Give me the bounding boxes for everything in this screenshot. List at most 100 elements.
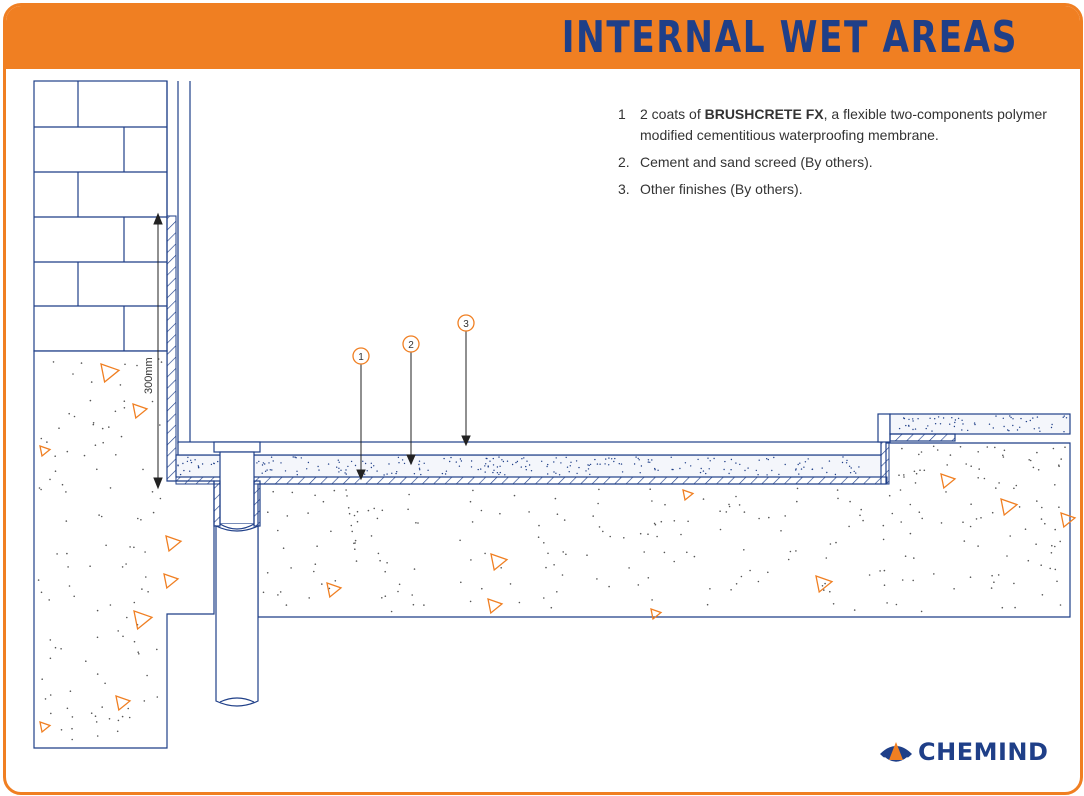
screed-dot xyxy=(690,465,692,467)
concrete-dot xyxy=(919,469,921,472)
concrete-dot xyxy=(1014,606,1016,609)
callout-2-label: 2 xyxy=(408,340,414,351)
concrete-dot xyxy=(1001,606,1004,609)
callout-leaders xyxy=(356,331,471,481)
screed-dot xyxy=(364,462,367,465)
screed-dot xyxy=(570,461,572,463)
concrete-dot xyxy=(918,511,921,513)
concrete-dot xyxy=(886,602,888,604)
concrete-dot xyxy=(138,653,140,655)
screed-dot xyxy=(186,460,189,463)
aggregate-triangle xyxy=(165,535,183,553)
screed-dot xyxy=(758,459,760,461)
screed-dot xyxy=(589,473,591,476)
screed-dot xyxy=(338,461,340,463)
concrete-dot xyxy=(89,399,92,402)
concrete-dot xyxy=(470,559,472,561)
screed-dot xyxy=(934,423,937,425)
concrete-dot xyxy=(1013,582,1015,585)
screed-dot xyxy=(614,457,616,460)
concrete-dot xyxy=(509,583,512,585)
concrete-dot xyxy=(1040,564,1042,566)
callout-1-label: 1 xyxy=(358,352,364,363)
concrete-texture xyxy=(37,358,1066,741)
concrete-dot xyxy=(92,422,95,424)
screed-dot xyxy=(499,471,501,474)
concrete-dot xyxy=(104,682,106,685)
screed-dot xyxy=(480,468,482,470)
screed-dot xyxy=(803,466,805,468)
screed-dot xyxy=(345,469,347,471)
screed-dot xyxy=(846,459,848,462)
concrete-dot xyxy=(291,491,294,494)
screed-dot xyxy=(485,463,487,465)
concrete-dot xyxy=(277,529,279,532)
concrete-dot xyxy=(44,698,47,700)
concrete-dot xyxy=(829,543,832,545)
screed-dot xyxy=(547,473,549,475)
screed-dot xyxy=(912,420,914,422)
concrete-dot xyxy=(48,599,50,601)
concrete-dot xyxy=(95,721,98,723)
concrete-dot xyxy=(1056,580,1058,583)
concrete-dot xyxy=(901,447,903,450)
screed-dot xyxy=(951,417,953,419)
concrete-dot xyxy=(730,589,732,591)
screed-dot xyxy=(730,469,732,471)
concrete-dot xyxy=(970,465,972,468)
concrete-dot xyxy=(1036,451,1038,454)
concrete-dot xyxy=(68,412,70,415)
concrete-dot xyxy=(60,729,63,731)
screed-dot xyxy=(546,465,548,468)
screed-dot xyxy=(845,462,848,464)
screed-dot xyxy=(458,465,461,467)
screed-dot xyxy=(526,460,528,462)
screed-dot xyxy=(345,473,347,475)
aggregate-triangle xyxy=(39,721,52,734)
screed-dot xyxy=(599,463,601,465)
concrete-dot xyxy=(543,597,545,599)
concrete-dot xyxy=(1015,484,1018,487)
concrete-dot xyxy=(73,415,76,418)
concrete-dot xyxy=(469,500,472,503)
concrete-dot xyxy=(883,569,886,572)
concrete-dot xyxy=(282,547,285,549)
concrete-dot xyxy=(347,507,350,509)
screed-dot xyxy=(747,467,749,469)
concrete-dot xyxy=(145,576,147,578)
concrete-dot xyxy=(307,512,309,514)
screed-dot xyxy=(1008,430,1010,432)
concrete-dot xyxy=(900,521,902,523)
screed-dot xyxy=(262,462,265,464)
concrete-dot xyxy=(65,491,67,493)
screed-dot xyxy=(373,465,375,467)
screed-dot xyxy=(942,417,945,419)
concrete-dot xyxy=(83,454,86,457)
screed-dot xyxy=(183,469,185,472)
concrete-dot xyxy=(46,441,48,443)
concrete-dot xyxy=(920,451,923,453)
concrete-dot xyxy=(71,716,74,718)
screed-dot xyxy=(1063,431,1065,433)
notes-list: 1 2 coats of BRUSHCRETE FX, a flexible t… xyxy=(618,104,1058,206)
concrete-dot xyxy=(725,511,728,513)
screed-dot xyxy=(850,467,852,469)
concrete-dot xyxy=(550,606,553,609)
concrete-dot xyxy=(137,651,139,653)
screed-dot xyxy=(855,472,857,474)
logo-text: CHEMIND xyxy=(918,738,1049,766)
concrete-dot xyxy=(123,407,126,409)
concrete-dot xyxy=(1041,594,1044,596)
screed-dot xyxy=(489,460,491,462)
concrete-dot xyxy=(1044,522,1046,525)
screed-dot xyxy=(1003,425,1005,428)
screed-dot xyxy=(1032,417,1034,419)
screed-dot xyxy=(264,470,267,472)
concrete-dot xyxy=(963,540,966,542)
screed-dot xyxy=(954,421,956,424)
concrete-dot xyxy=(608,585,610,588)
screed-dot xyxy=(197,465,199,467)
screed-dot xyxy=(578,466,580,469)
concrete-dot xyxy=(60,648,62,650)
raised-step xyxy=(877,413,1071,443)
